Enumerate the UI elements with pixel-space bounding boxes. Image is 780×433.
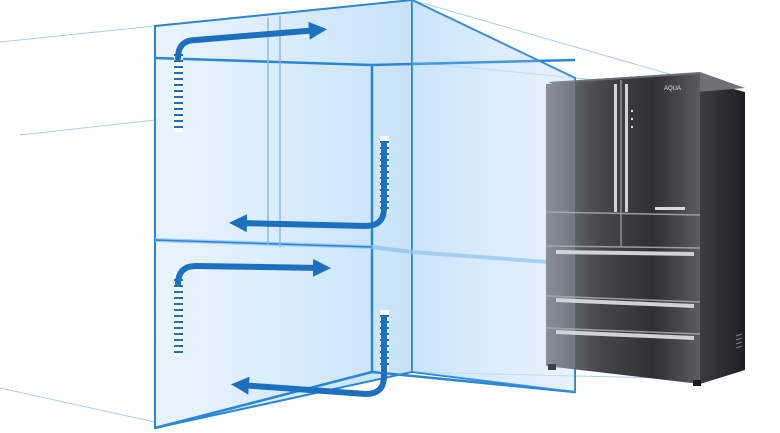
refrigerator: AQUA: [545, 72, 745, 386]
door-handle-right: [625, 84, 628, 212]
airflow-arrow-lower-right: [175, 258, 331, 287]
drawer-handle-1: [556, 250, 694, 256]
door-handle-left: [614, 84, 617, 212]
airflow-arrow-mid-left: [229, 141, 387, 233]
door-seams: [267, 16, 281, 247]
brand-logo: AQUA: [664, 86, 681, 92]
airflow-arrow-top-right: [175, 21, 327, 61]
label-strip: [655, 207, 685, 210]
drawer-handle-2: [556, 298, 694, 308]
side-vent-grill: [735, 333, 743, 349]
airflow-arrow-bottom-left: [231, 315, 387, 398]
control-panel: [631, 110, 633, 128]
shelf-divider: [154, 238, 575, 266]
box-side-glass: [412, 0, 575, 392]
vent-bar-upper-left: [174, 48, 183, 132]
drawer-handle-3: [556, 330, 694, 340]
cooling-box-inner-frame: [154, 56, 576, 430]
